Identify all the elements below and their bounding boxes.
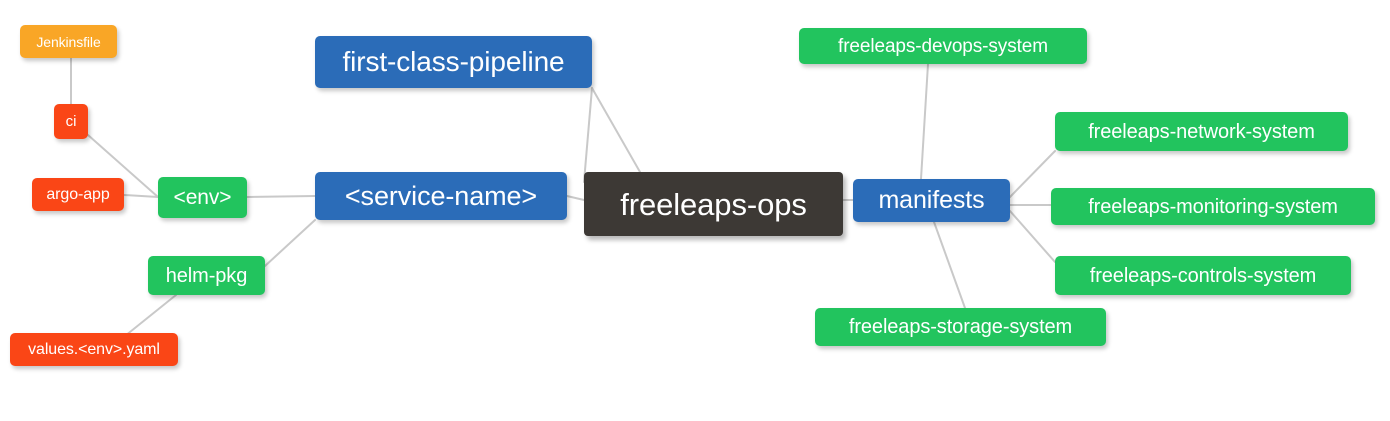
mindmap-node-argo-app[interactable]: argo-app <box>32 178 124 211</box>
mindmap-node-devops-system[interactable]: freeleaps-devops-system <box>799 28 1087 64</box>
mindmap-node-storage-system[interactable]: freeleaps-storage-system <box>815 308 1106 346</box>
edge-manifests-to-devops-system <box>920 63 929 180</box>
mindmap-node-service-name[interactable]: <service-name> <box>315 172 567 220</box>
edge-manifests-to-controls-system <box>1009 210 1056 263</box>
edge-env-to-service-name <box>246 195 316 198</box>
mindmap-node-controls-system[interactable]: freeleaps-controls-system <box>1055 256 1351 295</box>
mindmap-node-manifests[interactable]: manifests <box>853 179 1010 222</box>
edge-service-name-to-helm-pkg <box>264 219 316 267</box>
mindmap-node-helm-pkg[interactable]: helm-pkg <box>148 256 265 295</box>
mindmap-node-jenkinsfile[interactable]: Jenkinsfile <box>20 25 117 58</box>
edge-manifests-to-network-system <box>1009 150 1056 198</box>
mindmap-node-env[interactable]: <env> <box>158 177 247 218</box>
edge-service-name-to-freeleaps-ops <box>566 195 585 201</box>
edge-service-name-to-first-class-pipeline <box>583 87 593 183</box>
mindmap-node-network-system[interactable]: freeleaps-network-system <box>1055 112 1348 151</box>
mindmap-node-first-class-pipeline[interactable]: first-class-pipeline <box>315 36 592 88</box>
mindmap-node-monitoring-system[interactable]: freeleaps-monitoring-system <box>1051 188 1375 225</box>
edge-argo-app-to-env <box>123 194 159 198</box>
mindmap-node-ci[interactable]: ci <box>54 104 88 139</box>
mindmap-node-values-yaml[interactable]: values.<env>.yaml <box>10 333 178 366</box>
mindmap-node-freeleaps-ops[interactable]: freeleaps-ops <box>584 172 843 236</box>
edge-first-class-pipeline-to-freeleaps-ops <box>591 87 641 173</box>
edge-manifests-to-storage-system <box>933 221 966 309</box>
